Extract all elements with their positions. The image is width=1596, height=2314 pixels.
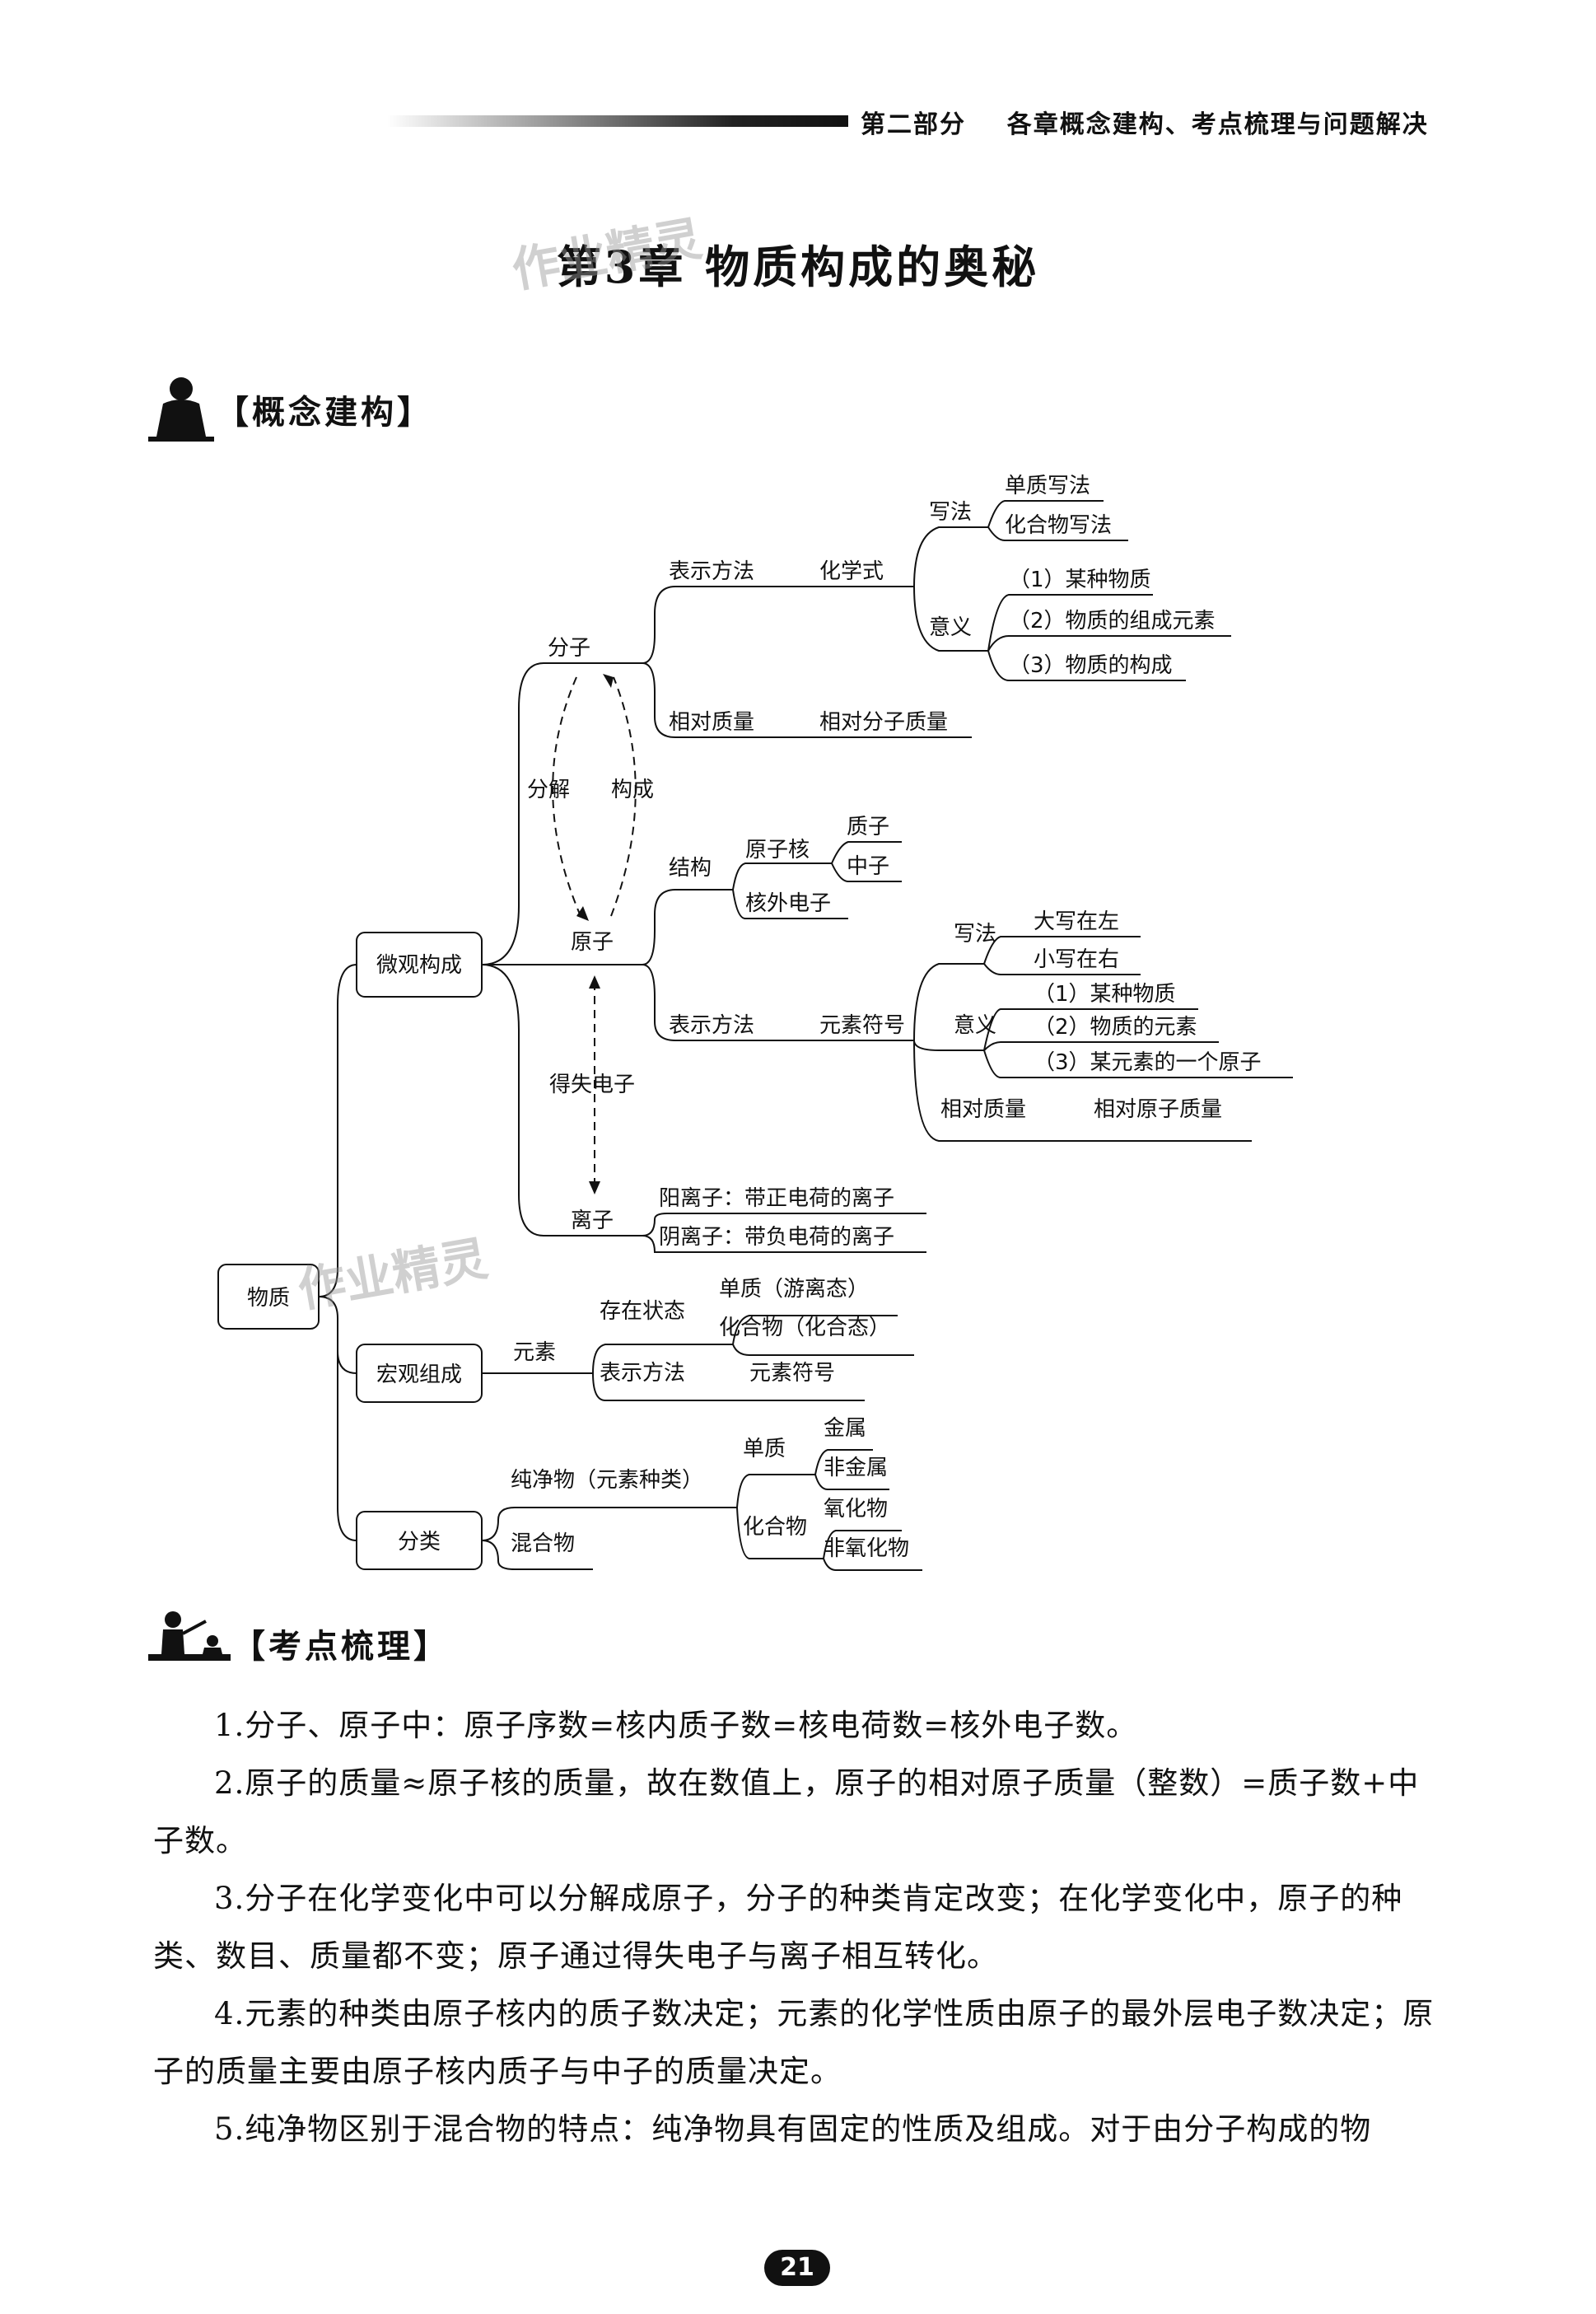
node-ion: 离子 <box>571 1208 614 1233</box>
node-atom-meaning-2: （2）物质的元素 <box>1034 1015 1197 1040</box>
node-atom: 原子 <box>571 930 614 955</box>
node-state: 存在状态 <box>600 1299 685 1324</box>
page-number: 21 <box>764 2250 830 2286</box>
node-cation: 阳离子：带正电荷的离子 <box>659 1186 894 1211</box>
node-atom-meaning-1: （1）某种物质 <box>1034 982 1176 1007</box>
node-neutron: 中子 <box>847 854 889 879</box>
point-3: 3.分子在化学变化中可以分解成原子，分子的种类肯定改变；在化学变化中，原子的种类… <box>153 1881 1403 1974</box>
node-symbol: 元素符号 <box>819 1013 905 1038</box>
section-heading-points: 【考点梳理】 <box>232 1627 450 1666</box>
node-mixture: 混合物 <box>511 1531 575 1556</box>
point-1: 1.分子、原子中：原子序数=核内质子数=核电荷数=核外电子数。 <box>214 1708 1138 1743</box>
node-mol-meaning-1: （1）某种物质 <box>1009 568 1151 592</box>
node-simple: 单质 <box>743 1437 786 1461</box>
label-gain-lose: 得失电子 <box>549 1073 635 1097</box>
node-atom-meaning-3: （3）某元素的一个原子 <box>1034 1050 1262 1075</box>
point-2: 2.原子的质量≈原子核的质量，故在数值上，原子的相对原子质量（整数）=质子数+中… <box>153 1765 1420 1858</box>
node-meaning: 意义 <box>929 615 972 640</box>
node-nonmetal: 非金属 <box>824 1456 888 1480</box>
node-nonoxide: 非氧化物 <box>824 1536 909 1561</box>
node-elem-write: 单质写法 <box>1005 474 1090 498</box>
node-structure: 结构 <box>669 856 712 881</box>
node-formula: 化学式 <box>819 559 884 584</box>
node-nucleus: 原子核 <box>745 838 810 862</box>
node-mol-meaning-3: （3）物质的构成 <box>1009 653 1173 678</box>
node-free-state: 单质（游离态） <box>719 1277 869 1302</box>
node-rel-atom-mass: 相对原子质量 <box>1094 1097 1222 1122</box>
node-pure: 纯净物（元素种类） <box>511 1468 703 1493</box>
node-upper-left: 大写在左 <box>1034 909 1119 934</box>
node-root: 物质 <box>247 1286 290 1311</box>
node-mol-rep: 表示方法 <box>669 559 754 584</box>
header-rule <box>387 115 848 127</box>
node-atom-rel-mass: 相对质量 <box>940 1097 1026 1122</box>
node-compound: 化合物 <box>743 1515 807 1540</box>
node-rel-mass: 相对质量 <box>669 710 754 735</box>
node-proton: 质子 <box>847 815 889 839</box>
node-anion: 阴离子：带负电荷的离子 <box>659 1225 894 1250</box>
node-micro: 微观构成 <box>376 953 462 978</box>
node-mol-meaning-2: （2）物质的组成元素 <box>1009 609 1216 633</box>
node-combined-state: 化合物（化合态） <box>719 1316 890 1340</box>
node-macro: 宏观组成 <box>376 1363 462 1387</box>
node-write: 写法 <box>929 500 972 525</box>
concept-map: 物质 微观构成 宏观组成 分类 分子 表示方法 化学式 写法 单质写法 化合物写… <box>217 474 1293 1571</box>
node-rel-mol-mass: 相对分子质量 <box>819 710 948 735</box>
header-part: 第二部分 <box>861 110 966 139</box>
node-comp-write: 化合物写法 <box>1005 513 1112 538</box>
node-sym-write: 写法 <box>954 922 996 947</box>
node-sym-meaning: 意义 <box>954 1013 996 1038</box>
node-electron: 核外电子 <box>745 891 831 916</box>
node-lower-right: 小写在右 <box>1034 947 1119 972</box>
node-metal: 金属 <box>824 1416 866 1441</box>
label-constitute: 构成 <box>611 778 654 802</box>
point-5: 5.纯净物区别于混合物的特点：纯净物具有固定的性质及组成。对于由分子构成的物 <box>214 2111 1372 2147</box>
chapter-title: 第3章 物质构成的奥秘 <box>556 241 1040 293</box>
node-elem-symbol: 元素符号 <box>749 1361 835 1386</box>
lecturer-icon <box>148 1611 231 1661</box>
teacher-icon <box>148 377 214 442</box>
node-molecule: 分子 <box>548 636 590 661</box>
node-classify: 分类 <box>398 1530 441 1554</box>
header-subtitle: 各章概念建构、考点梳理与问题解决 <box>1006 110 1429 139</box>
point-4: 4.元素的种类由原子核内的质子数决定；元素的化学性质由原子的最外层电子数决定；原… <box>153 1996 1435 2089</box>
node-atom-rep: 表示方法 <box>669 1013 754 1038</box>
node-element: 元素 <box>513 1340 556 1365</box>
running-header: 第二部分 各章概念建构、考点梳理与问题解决 <box>861 104 1429 140</box>
label-decompose: 分解 <box>527 778 570 802</box>
section-heading-concept: 【概念建构】 <box>216 393 433 432</box>
node-oxide: 氧化物 <box>824 1497 888 1522</box>
node-elem-rep: 表示方法 <box>600 1361 685 1386</box>
